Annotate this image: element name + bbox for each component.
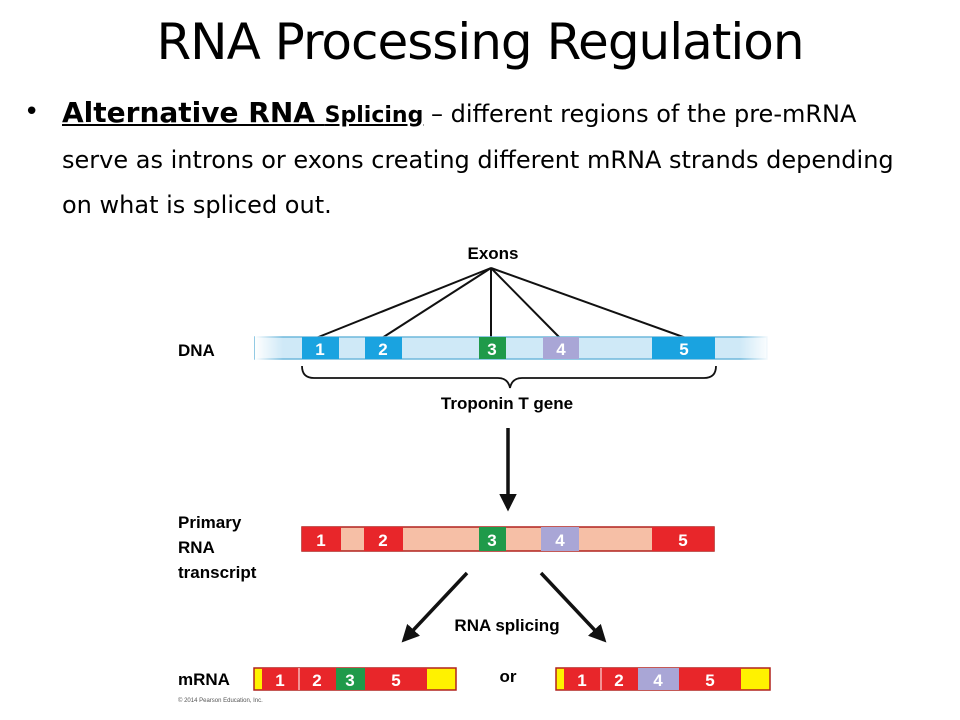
dna-exon-2-number: 2 xyxy=(378,340,387,359)
primary-label-line-1: Primary xyxy=(178,513,242,532)
primary-exon-5-number: 5 xyxy=(678,531,687,550)
copyright-note: © 2014 Pearson Education, Inc. xyxy=(178,697,263,704)
primary-label-line-3: transcript xyxy=(178,563,257,582)
primary-rna-transcript: 1 2 3 4 5 xyxy=(301,526,715,552)
bullet-point: • Alternative RNA Splicing – different r… xyxy=(24,90,924,228)
bullet-text: Alternative RNA Splicing – different reg… xyxy=(62,90,924,228)
dna-exon-2 xyxy=(365,337,402,359)
or-label: or xyxy=(500,667,517,686)
dna-exon-1 xyxy=(302,337,339,359)
mrna-variant-1: 1 2 3 5 xyxy=(253,667,457,691)
dna-strand: 1 2 3 4 5 xyxy=(254,335,770,361)
splicing-arrow-left xyxy=(401,571,469,643)
dna-exon-5 xyxy=(652,337,715,359)
primary-exon-3 xyxy=(479,527,506,551)
primary-exon-2 xyxy=(364,527,403,551)
primary-exon-4 xyxy=(541,527,579,551)
mrna2-exon-2 xyxy=(601,668,638,690)
term-alternative-rna-splicing: Alternative RNA Splicing xyxy=(62,96,423,129)
exon-pointer-lines xyxy=(315,267,687,339)
splicing-label: RNA splicing xyxy=(454,616,559,635)
primary-exon-1-number: 1 xyxy=(316,531,325,550)
dna-exon-4 xyxy=(543,337,579,359)
mrna1-exon-3 xyxy=(336,668,365,690)
mrna1-exon-5-number: 5 xyxy=(391,671,400,690)
slide-title: RNA Processing Regulation xyxy=(156,13,804,71)
mrna-variant-2: 1 2 4 5 xyxy=(555,667,771,691)
exons-label: Exons xyxy=(467,244,518,263)
term-description: – different regions of the pre-mRNA serv… xyxy=(62,100,894,219)
term-small: Splicing xyxy=(324,103,424,128)
mrna2-exon-1 xyxy=(564,668,601,690)
mrna1-exon-2 xyxy=(299,668,336,690)
term-main: Alternative RNA xyxy=(62,96,325,129)
mrna2-exon-5-number: 5 xyxy=(705,671,714,690)
dna-exon-4-number: 4 xyxy=(556,340,566,359)
mrna2-exon-4 xyxy=(638,668,679,690)
primary-label-line-2: RNA xyxy=(178,538,215,557)
mrna1-exon-1-number: 1 xyxy=(275,671,284,690)
mrna1-exon-5 xyxy=(365,668,427,690)
primary-exon-3-number: 3 xyxy=(487,531,496,550)
dna-exon-3-number: 3 xyxy=(487,340,496,359)
dna-exon-3 xyxy=(479,337,506,359)
gene-bracket xyxy=(301,365,717,389)
mrna2-exon-5 xyxy=(679,668,741,690)
primary-exon-5 xyxy=(652,527,714,551)
dna-label: DNA xyxy=(178,341,215,360)
mrna1-exon-1 xyxy=(262,668,299,690)
primary-exon-1 xyxy=(302,527,341,551)
mrna2-exon-2-number: 2 xyxy=(614,671,623,690)
mrna2-exon-1-number: 1 xyxy=(577,671,586,690)
splicing-arrow-right xyxy=(539,571,607,643)
mrna1-exon-3-number: 3 xyxy=(345,671,354,690)
dna-exon-5-number: 5 xyxy=(679,340,688,359)
primary-exon-4-number: 4 xyxy=(555,531,565,550)
primary-transcript-label: Primary RNA transcript xyxy=(178,513,257,582)
bullet-marker: • xyxy=(24,97,40,127)
mrna2-exon-4-number: 4 xyxy=(653,671,663,690)
mrna1-exon-2-number: 2 xyxy=(312,671,321,690)
gene-label: Troponin T gene xyxy=(441,394,573,413)
mrna-label: mRNA xyxy=(178,670,230,689)
dna-exon-1-number: 1 xyxy=(315,340,324,359)
primary-exon-2-number: 2 xyxy=(378,531,387,550)
